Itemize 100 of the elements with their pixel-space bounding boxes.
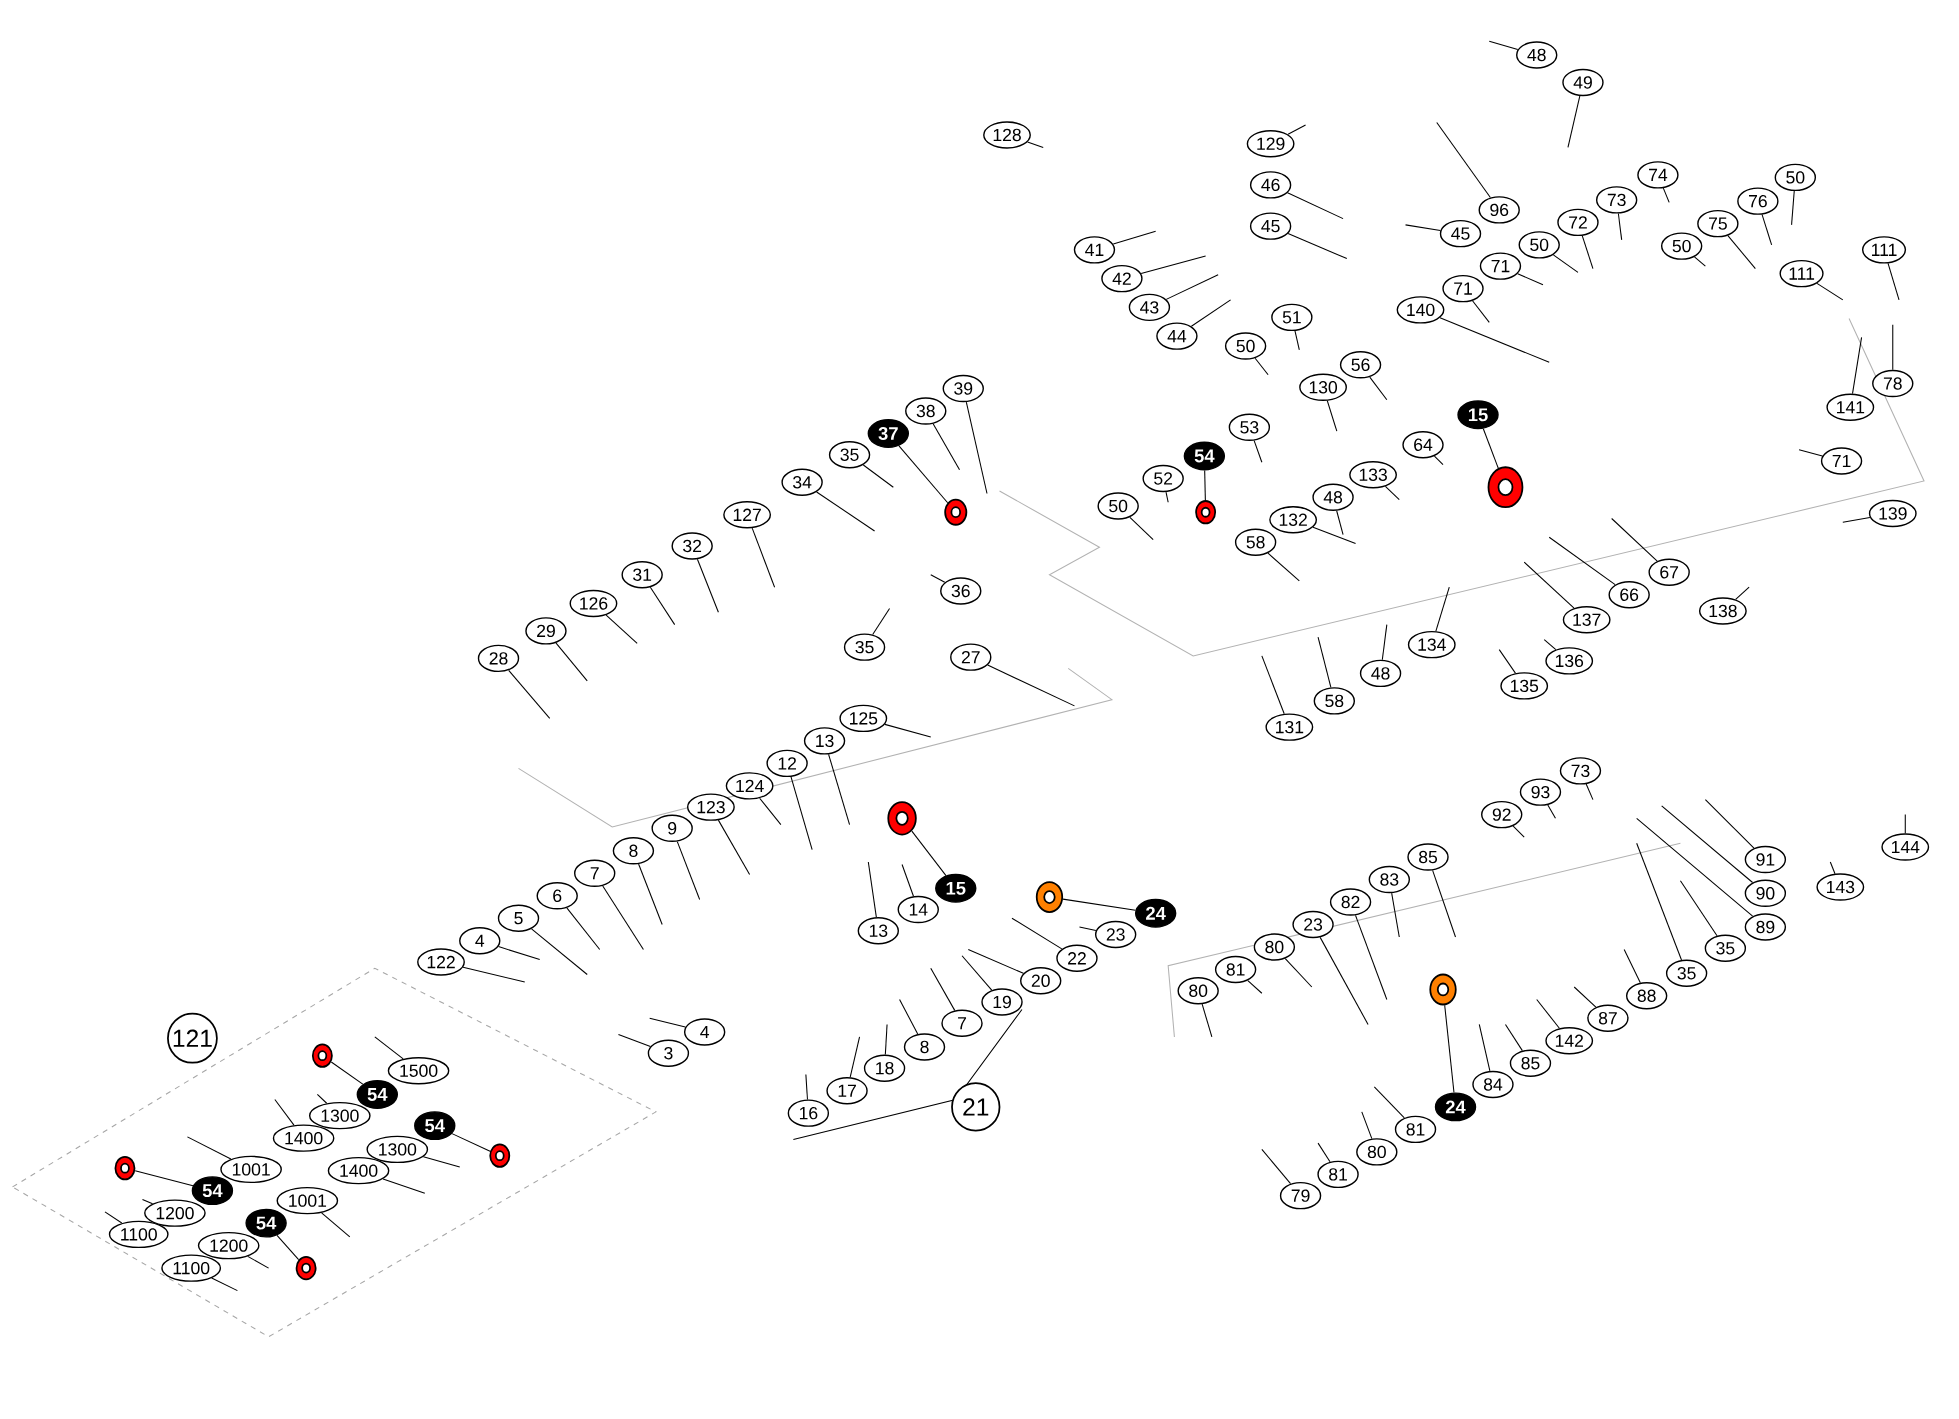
callout-number: 138: [1698, 597, 1747, 625]
bearing-drawing: [114, 1155, 136, 1181]
callout-number: 143: [1816, 873, 1865, 901]
leader-line: [867, 861, 877, 918]
leader-line: [849, 1036, 861, 1078]
leader-line: [1887, 262, 1900, 301]
leader-line: [1433, 455, 1444, 466]
leader-line: [790, 776, 813, 850]
leader-line: [1062, 898, 1136, 911]
leader-line: [1661, 805, 1754, 883]
leader-line: [617, 1033, 651, 1047]
leader-line: [1852, 336, 1863, 395]
leader-line: [186, 1136, 232, 1160]
bearing-drawing: [311, 1043, 333, 1068]
leader-line: [451, 1133, 491, 1152]
group-callout: 121: [167, 1012, 218, 1064]
callout-number: 141: [1826, 393, 1875, 421]
leader-line: [898, 445, 949, 504]
leader-line: [602, 885, 644, 950]
leader-line: [884, 723, 932, 738]
leader-line: [1284, 958, 1313, 988]
leader-line: [1165, 491, 1169, 503]
leader-line: [911, 830, 947, 876]
callout-number: 1400: [327, 1156, 390, 1185]
leader-line: [899, 998, 919, 1035]
callout-number: 56: [1339, 351, 1382, 379]
callout-number: 72: [1557, 208, 1599, 236]
leader-line: [1504, 1023, 1523, 1051]
callout-number: 4: [459, 926, 501, 955]
leader-line: [1253, 440, 1263, 463]
leader-line: [1904, 813, 1906, 834]
leader-line: [1011, 917, 1063, 950]
callout-number: 19: [981, 988, 1023, 1016]
callout-number: 23: [1292, 910, 1334, 939]
callout-number: 137: [1562, 605, 1611, 634]
callout-number: 87: [1587, 1004, 1629, 1032]
leader-line: [1798, 449, 1823, 457]
callout-number: 81: [1317, 1160, 1359, 1188]
leader-line: [1405, 224, 1441, 231]
leader-line: [141, 1198, 154, 1205]
bearing-drawing: [1035, 881, 1064, 913]
bearing-drawing: [489, 1143, 511, 1168]
bearing-callout: 54: [356, 1079, 398, 1109]
leader-line: [1523, 561, 1575, 609]
callout-number: 29: [525, 617, 567, 645]
callout-number: 58: [1313, 687, 1356, 715]
leader-line: [1517, 273, 1544, 286]
callout-number: 127: [723, 500, 772, 529]
leader-line: [1543, 639, 1557, 650]
leader-line: [759, 797, 782, 825]
leader-line: [649, 1017, 686, 1028]
callout-number: 48: [1359, 659, 1402, 687]
leader-line: [1129, 516, 1154, 541]
callout-number: 71: [1820, 447, 1863, 475]
leader-line: [1294, 330, 1300, 351]
callout-number: 34: [781, 468, 823, 496]
callout-number: 139: [1868, 499, 1917, 528]
leader-line: [967, 948, 1024, 974]
callout-number: 74: [1637, 161, 1679, 189]
leader-line: [1478, 1023, 1491, 1072]
leader-line: [1319, 936, 1369, 1025]
callout-number: 50: [1518, 231, 1560, 259]
leader-line: [1693, 256, 1706, 267]
callout-number: 79: [1279, 1181, 1322, 1210]
leader-line: [1727, 235, 1756, 269]
callout-number: 124: [725, 772, 774, 800]
callout-number: 53: [1228, 413, 1271, 441]
leader-line: [930, 574, 946, 583]
leader-line: [211, 1277, 238, 1291]
leader-line: [862, 464, 894, 488]
leader-line: [134, 1170, 194, 1187]
leader-line: [1391, 892, 1400, 938]
callout-number: 50: [1224, 332, 1267, 360]
leader-line: [508, 669, 551, 719]
leader-line: [816, 491, 876, 532]
callout-number: 20: [1020, 966, 1062, 995]
bearing-callout: 24: [1434, 1092, 1477, 1122]
callout-number: 130: [1299, 373, 1347, 401]
callout-number: 8: [612, 837, 655, 865]
callout-number: 1001: [276, 1186, 339, 1215]
leader-line: [1287, 124, 1307, 135]
leader-line: [1326, 400, 1338, 432]
callout-number: 35: [1704, 934, 1747, 962]
callout-number: 51: [1271, 303, 1313, 331]
leader-line: [965, 401, 988, 494]
callout-number: 66: [1608, 580, 1650, 609]
leader-line: [805, 1073, 808, 1100]
callout-number: 13: [803, 727, 846, 755]
leader-line: [1381, 624, 1388, 661]
leader-line: [531, 928, 588, 975]
callout-number: 45: [1249, 212, 1292, 240]
leader-line: [932, 423, 961, 471]
leader-line: [1536, 998, 1560, 1029]
callout-number: 111: [1861, 236, 1907, 264]
bearing-callout: 37: [867, 418, 910, 448]
callout-number: 1200: [197, 1231, 260, 1260]
callout-number: 144: [1881, 833, 1930, 861]
callout-number: 22: [1056, 944, 1098, 972]
callout-number: 90: [1744, 879, 1787, 907]
bearing-drawing: [295, 1255, 317, 1281]
